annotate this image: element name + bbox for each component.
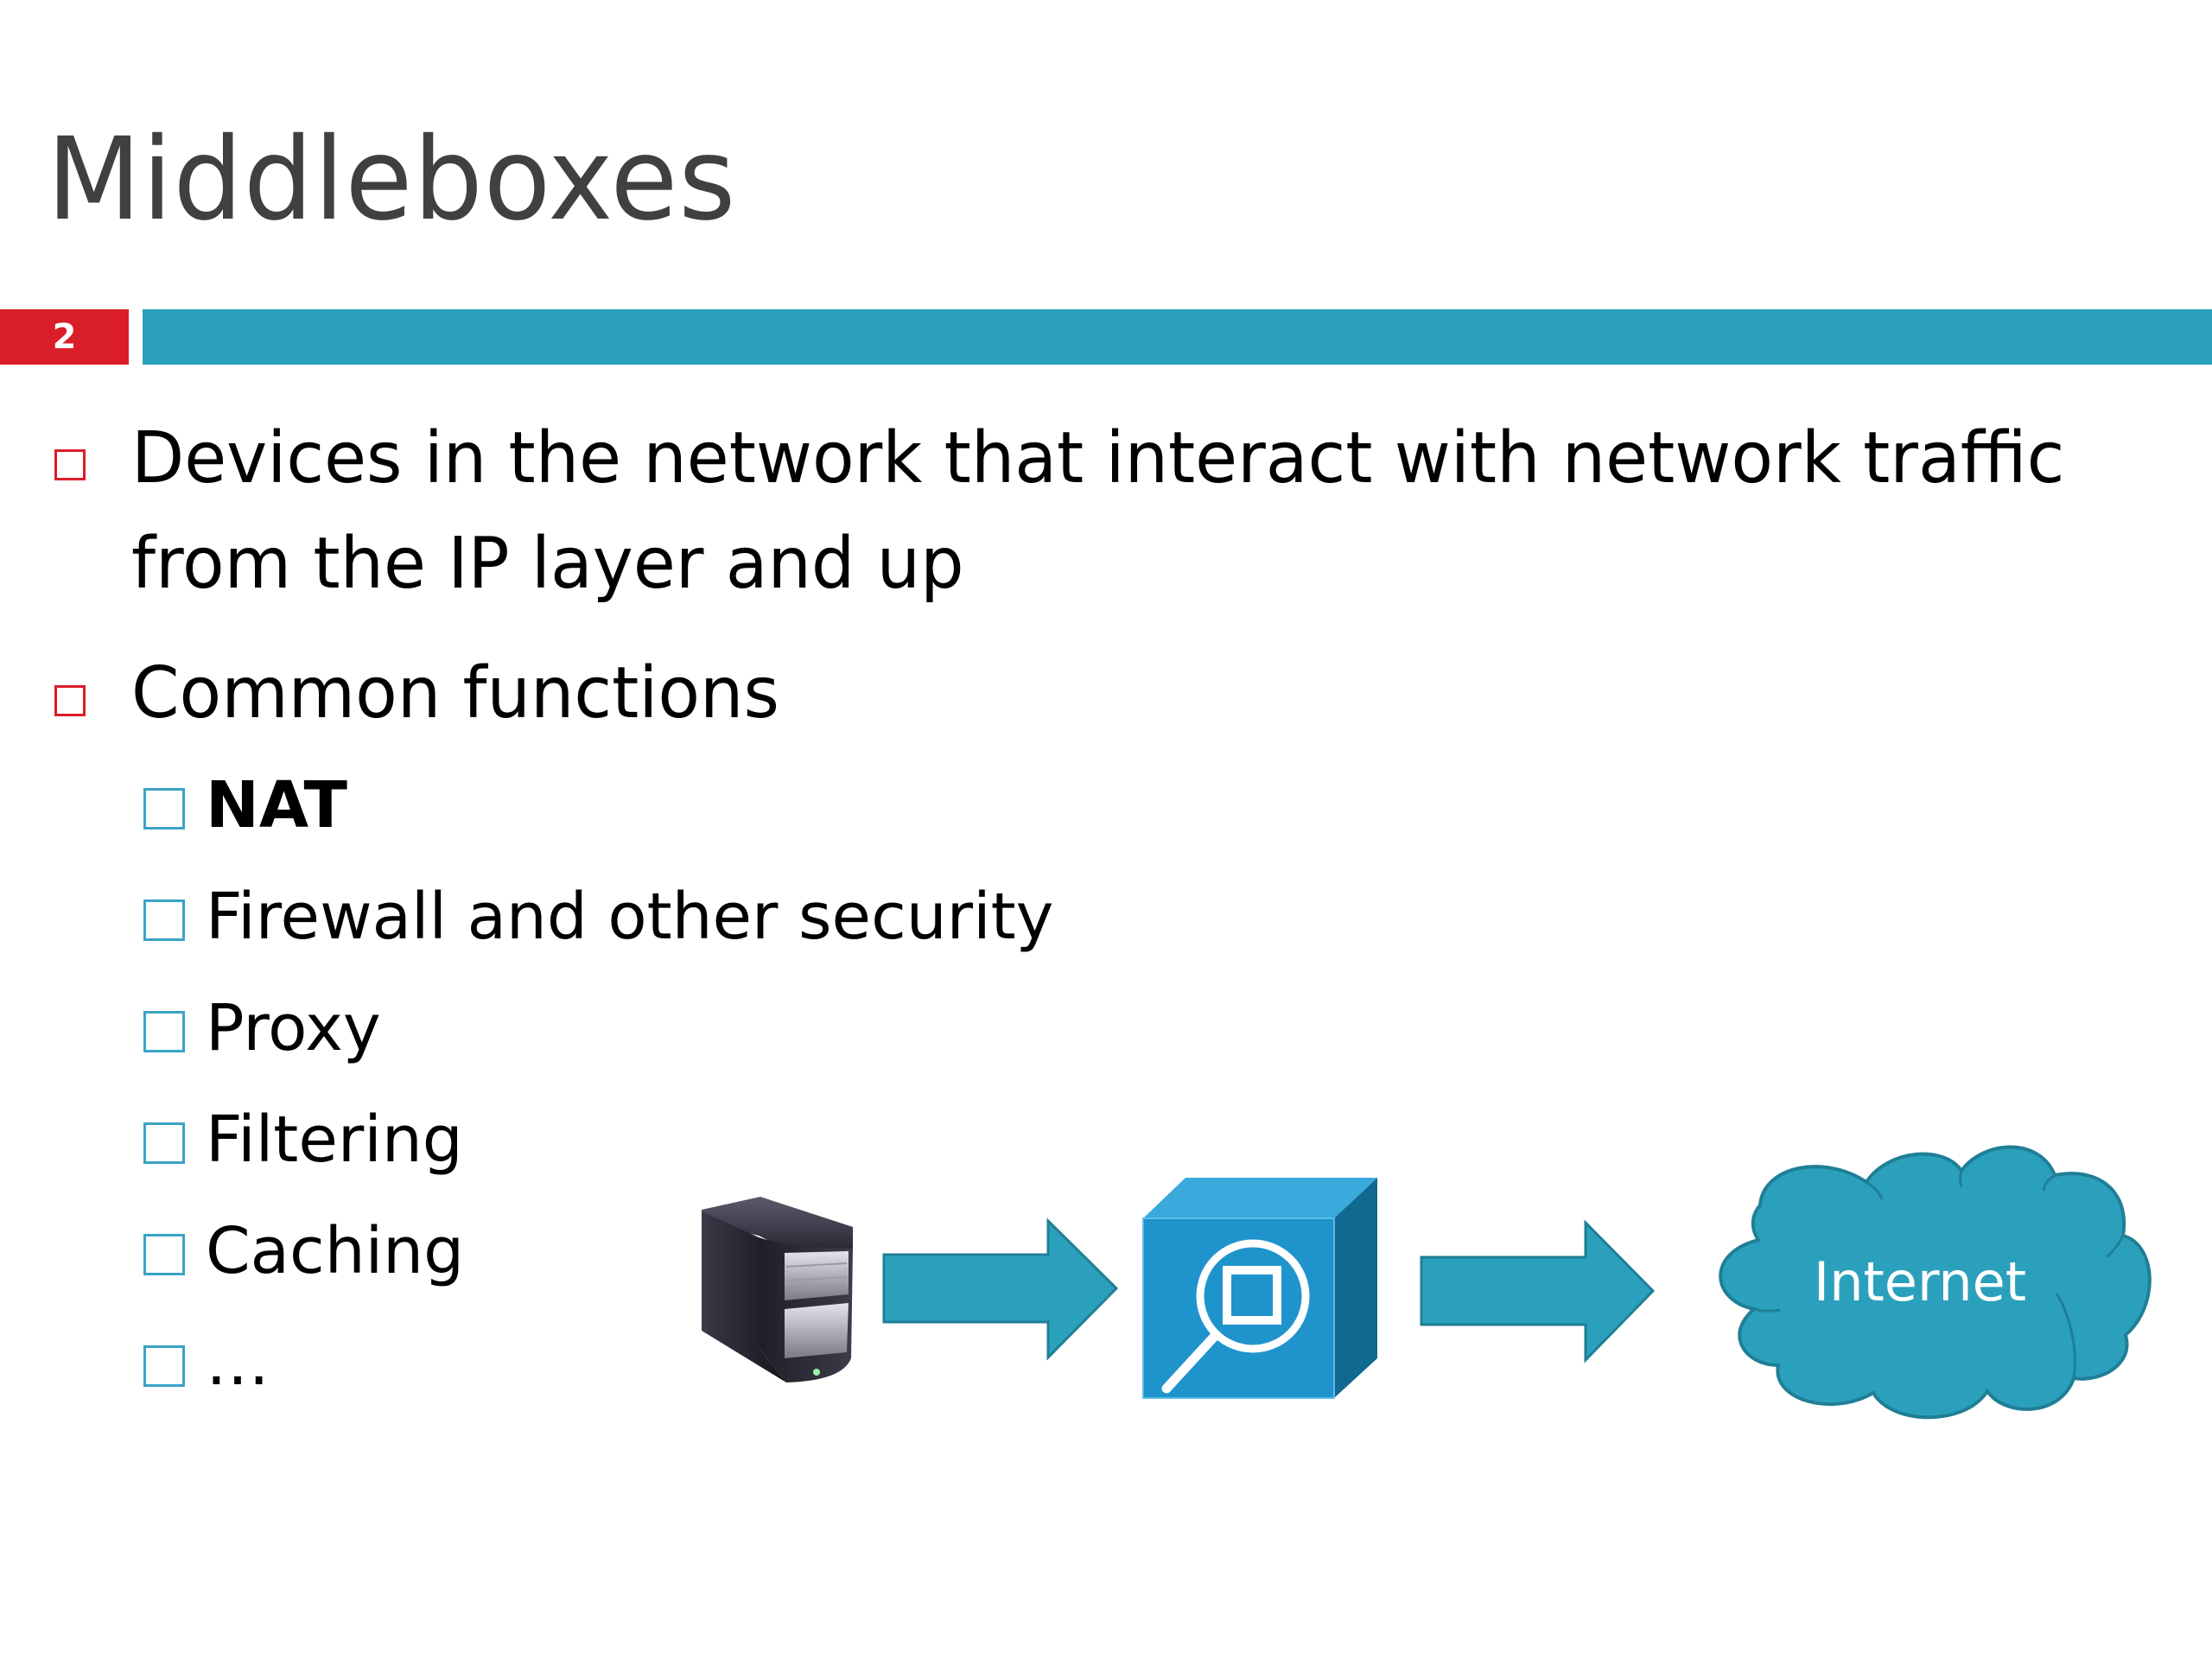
slide-title: Middleboxes xyxy=(47,113,737,246)
arrow-right-icon xyxy=(882,1217,1119,1361)
slide-number: 2 xyxy=(52,317,77,357)
sub-bullet-marker-square-icon xyxy=(143,788,185,830)
sub-bullet-caching: Caching xyxy=(206,1214,465,1288)
bullet-text-line: from the IP layer and up xyxy=(131,523,964,605)
slide-number-badge: 2 xyxy=(0,309,129,365)
sub-bullet-marker-square-icon xyxy=(143,1345,185,1387)
sub-bullet-marker-square-icon xyxy=(143,1234,185,1275)
sub-bullet-firewall: Firewall and other security xyxy=(206,880,1054,954)
sub-bullet-marker-square-icon xyxy=(143,1122,185,1164)
middlebox-inspection-cube-icon xyxy=(1142,1178,1377,1399)
sub-bullet-filtering: Filtering xyxy=(206,1103,463,1177)
bullet-text-line: Devices in the network that interact wit… xyxy=(131,417,2065,499)
bullet-text-line: Common functions xyxy=(131,652,779,734)
cloud-icon: Internet xyxy=(1719,1145,2152,1420)
cloud-label-internet: Internet xyxy=(1814,1250,2026,1313)
bullet-marker-square-icon xyxy=(54,685,86,716)
sub-bullet-proxy: Proxy xyxy=(206,991,381,1065)
sub-bullet-nat: NAT xyxy=(206,768,347,842)
bullet-marker-square-icon xyxy=(54,449,86,480)
arrow-right-icon xyxy=(1420,1219,1656,1363)
server-tower-icon xyxy=(702,1197,853,1382)
sub-bullet-marker-square-icon xyxy=(143,899,185,941)
header-divider-bar xyxy=(143,309,2212,365)
sub-bullet-ellipsis: … xyxy=(206,1325,270,1400)
sub-bullet-marker-square-icon xyxy=(143,1011,185,1052)
